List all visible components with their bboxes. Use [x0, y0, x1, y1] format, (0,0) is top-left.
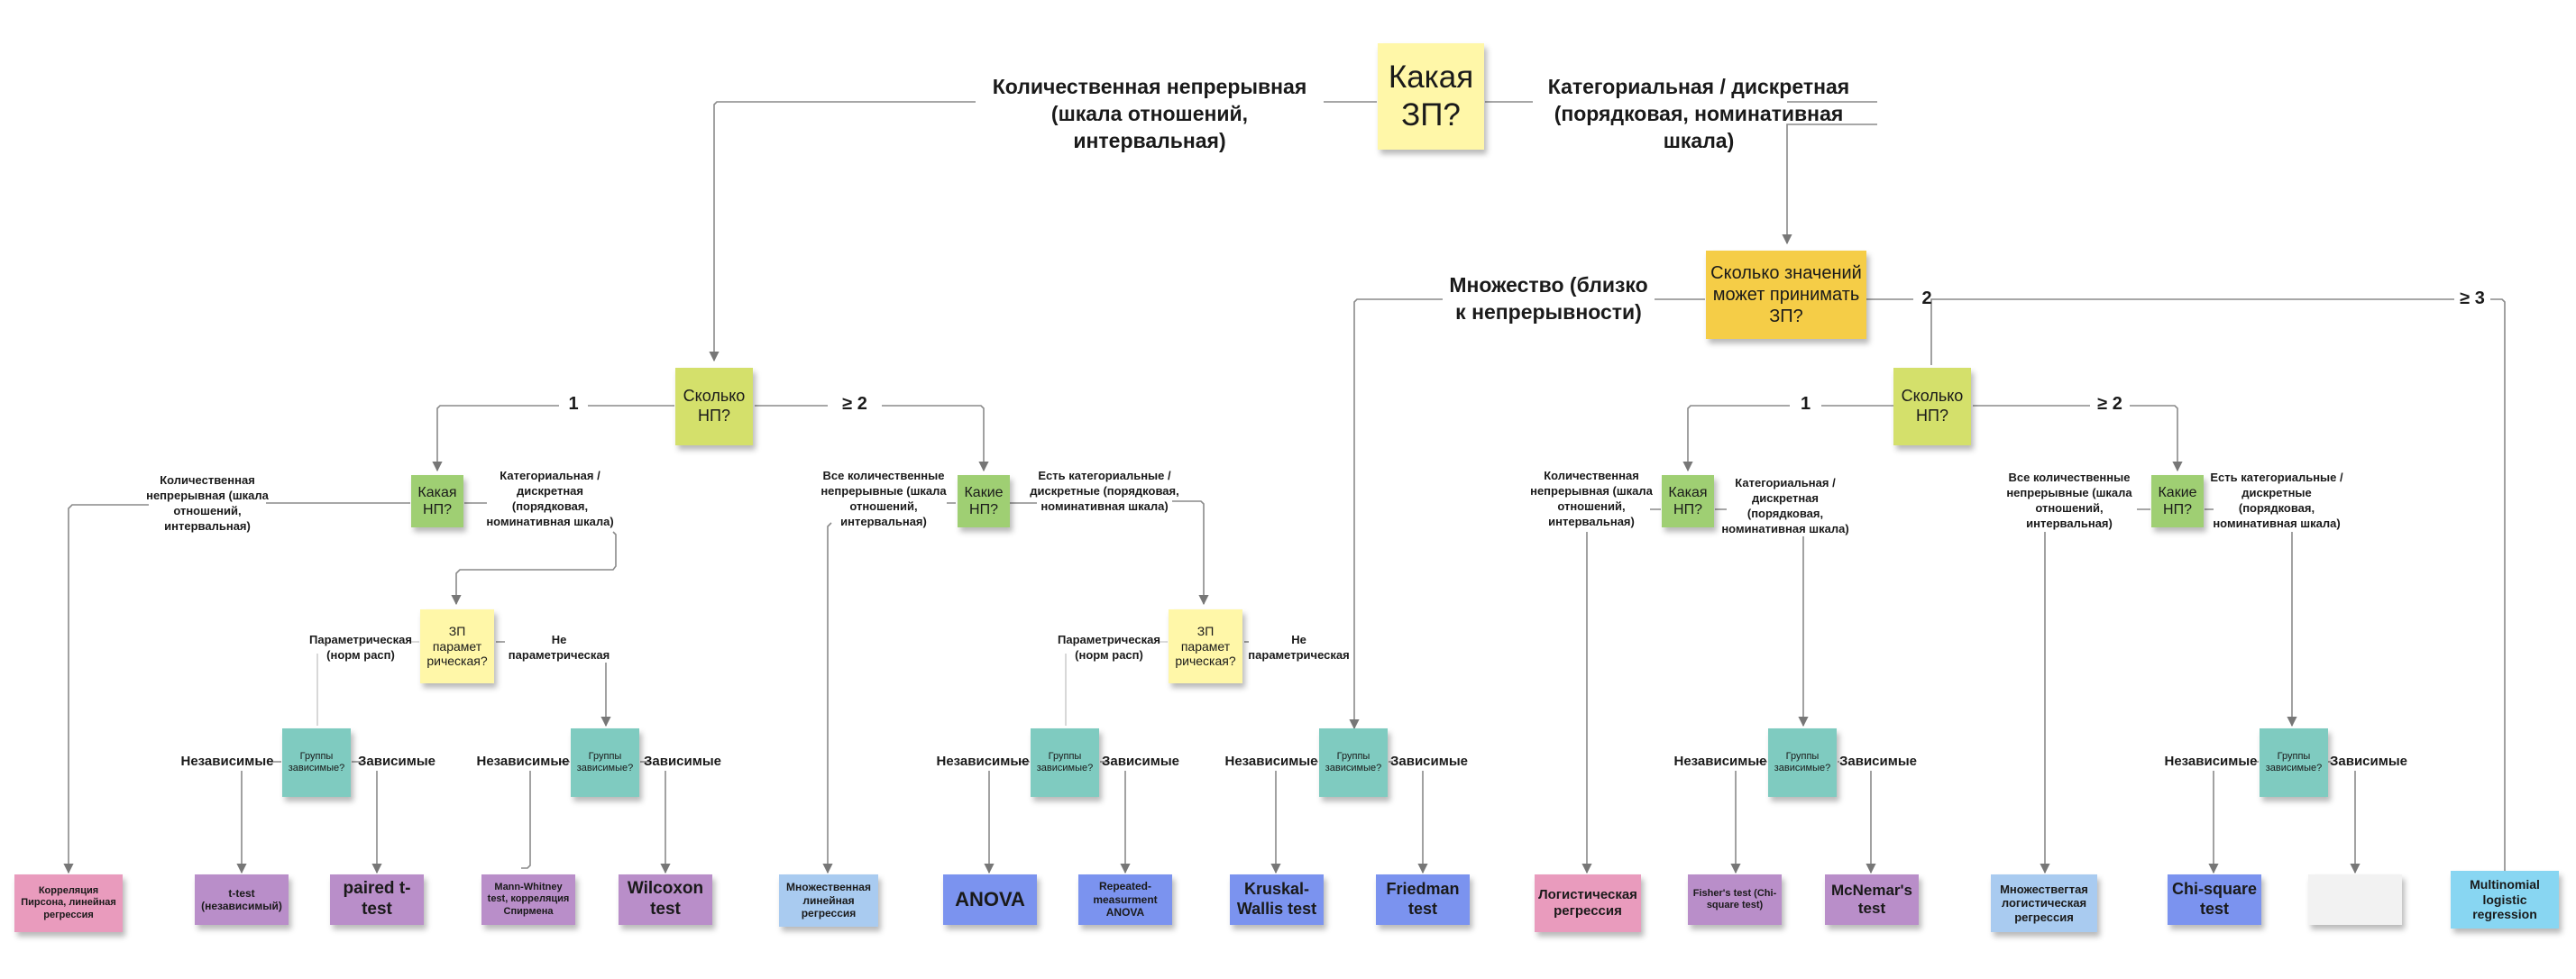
label-iv-quant-l2: Все количественные непрерывные (шкала от… — [820, 469, 947, 528]
edge-right-ge2 — [1973, 405, 2177, 471]
label-many: Множество (близко к непрерывности) — [1449, 273, 1648, 324]
label-iv-quant-r1: Количественная непрерывная (шкала отноше… — [1530, 469, 1653, 528]
label-quant-cont: Количественная непрерывная (шкала отноше… — [992, 75, 1307, 152]
edge-r1-cat — [1715, 508, 1803, 726]
label-iv-quant-r2: Все количественные непрерывные (шкала от… — [2006, 471, 2132, 530]
edge-l2-cat — [1010, 500, 1204, 604]
node-groups-b[interactable]: Группы зависимые? — [571, 728, 639, 797]
edge-root-to-right — [1485, 101, 1877, 243]
node-root[interactable]: Какая ЗП? — [1378, 43, 1484, 150]
result-mcnemar[interactable]: McNemar's test — [1825, 874, 1919, 925]
result-multiple-logistic[interactable]: Множествегтая логистическая регрессия — [1991, 874, 2097, 932]
result-chi-square[interactable]: Chi-square test — [2168, 874, 2261, 925]
label-ind-c: Независимые — [936, 754, 1030, 769]
edge-groups-e-ind — [1736, 761, 1767, 873]
edge-values-to-three — [1940, 298, 2506, 873]
label-dep-b: Зависимые — [644, 754, 721, 769]
node-groups-f[interactable]: Группы зависимые? — [2260, 728, 2328, 797]
label-iv-cat-l1: Категориальная / дискретная (порядковая,… — [486, 469, 614, 528]
edge-left-one — [437, 405, 674, 471]
label-three-plus: ≥ 3 — [2460, 288, 2485, 308]
edge-r2-quant — [2045, 508, 2150, 873]
edge-groups-a-dep — [352, 761, 377, 873]
node-how-many-iv-left[interactable]: Сколько НП? — [675, 368, 753, 445]
node-which-iv-r1[interactable]: Какая НП? — [1662, 475, 1714, 527]
node-which-iv-l1[interactable]: Какая НП? — [411, 475, 463, 527]
result-pearson[interactable]: Корреляция Пирсона, линейная регрессия — [14, 874, 123, 932]
node-groups-e[interactable]: Группы зависимые? — [1768, 728, 1837, 797]
result-ttest[interactable]: t-test (независимый) — [195, 874, 289, 925]
label-ind-b: Независимые — [476, 754, 570, 769]
label-iv-cat-r2: Есть категориальные / дискретные (порядк… — [2210, 471, 2343, 530]
edge-groups-e-dep — [1838, 761, 1871, 873]
label-iv-cat-r1: Категориальная / дискретная (порядковая,… — [1721, 476, 1849, 535]
label-ind-e: Независимые — [1673, 754, 1767, 769]
node-groups-d[interactable]: Группы зависимые? — [1319, 728, 1388, 797]
result-kruskal-wallis[interactable]: Kruskal-Wallis test — [1230, 874, 1324, 925]
edge-l1-quant — [69, 502, 410, 873]
edge-root-to-left — [714, 101, 1377, 361]
node-which-iv-l2[interactable]: Какие НП? — [958, 475, 1010, 527]
edge-l1-nonparam — [496, 641, 606, 726]
edge-values-to-many — [1354, 298, 1705, 728]
node-dv-param-l2[interactable]: ЗП парамет рическая? — [1169, 609, 1242, 683]
edge-groups-b-ind — [521, 761, 570, 869]
edge-groups-d-ind — [1276, 761, 1318, 873]
label-ge2-right: ≥ 2 — [2097, 394, 2122, 414]
result-mann-whitney[interactable]: Mann-Whitney test, корреляция Спирмена — [481, 874, 575, 925]
node-how-many-iv-right[interactable]: Сколько НП? — [1893, 368, 1971, 445]
label-nonparam-l2: Не параметрическая — [1248, 633, 1350, 662]
label-param-l1: Параметрическая (норм расп) — [309, 633, 412, 662]
node-which-iv-r2[interactable]: Какие НП? — [2151, 475, 2204, 527]
edge-groups-f-dep — [2326, 761, 2355, 873]
edge-groups-c-ind — [989, 761, 1030, 873]
result-empty[interactable] — [2308, 874, 2402, 925]
node-groups-a[interactable]: Группы зависимые? — [282, 728, 351, 797]
label-ge2-left: ≥ 2 — [842, 394, 867, 414]
label-cat-disc: Категориальная / дискретная (порядковая,… — [1547, 75, 1850, 152]
edge-groups-b-dep — [640, 761, 665, 873]
label-dep-a: Зависимые — [358, 754, 435, 769]
result-fisher[interactable]: Fisher's test (Chi-square test) — [1688, 874, 1782, 925]
result-wilcoxon[interactable]: Wilcoxon test — [619, 874, 712, 925]
edge-l2-quant — [828, 502, 956, 873]
edge-right-one — [1688, 405, 1893, 471]
label-dep-f: Зависимые — [2330, 754, 2407, 769]
label-nonparam-l1: Не параметрическая — [508, 633, 610, 662]
node-dv-param-l1[interactable]: ЗП парамет рическая? — [420, 609, 494, 683]
result-paired-ttest[interactable]: paired t-test — [330, 874, 424, 925]
edge-l1-cat — [456, 502, 617, 604]
result-multinomial[interactable]: Multinomial logistic regression — [2451, 871, 2559, 929]
label-two: 2 — [1921, 288, 1932, 308]
edge-values-to-two — [1866, 298, 1940, 365]
edge-left-ge2 — [755, 405, 984, 471]
edge-r2-cat — [2205, 508, 2292, 726]
result-friedman[interactable]: Friedman test — [1376, 874, 1470, 925]
label-dep-d: Зависимые — [1390, 754, 1468, 769]
result-multiple-regression[interactable]: Множественная линейная регрессия — [779, 874, 878, 927]
edge-groups-d-dep — [1389, 761, 1423, 873]
node-groups-c[interactable]: Группы зависимые? — [1031, 728, 1099, 797]
label-dep-e: Зависимые — [1839, 754, 1917, 769]
edge-l2-param — [1065, 641, 1168, 726]
label-iv-quant-l1: Количественная непрерывная (шкала отноше… — [146, 473, 269, 533]
edge-groups-f-ind — [2214, 761, 2259, 873]
label-ind-f: Независимые — [2164, 754, 2258, 769]
label-ind-d: Независимые — [1224, 754, 1318, 769]
label-one-right: 1 — [1800, 394, 1811, 414]
label-one-left: 1 — [568, 394, 579, 414]
result-rm-anova[interactable]: Repeated-measurment ANOVA — [1078, 874, 1172, 925]
result-anova[interactable]: ANOVA — [943, 874, 1037, 925]
edge-l1-param — [316, 641, 419, 726]
label-ind-a: Независимые — [180, 754, 274, 769]
label-iv-cat-l2: Есть категориальные / дискретные (порядк… — [1030, 469, 1179, 513]
edge-groups-c-dep — [1100, 761, 1125, 873]
node-how-many-values[interactable]: Сколько значений может принимать ЗП? — [1706, 251, 1866, 339]
label-param-l2: Параметрическая (норм расп) — [1058, 633, 1160, 662]
edge-groups-a-ind — [242, 761, 281, 873]
label-dep-c: Зависимые — [1102, 754, 1179, 769]
result-logistic-regression[interactable]: Логистическая регрессия — [1535, 874, 1641, 932]
edge-r1-quant — [1587, 508, 1661, 873]
